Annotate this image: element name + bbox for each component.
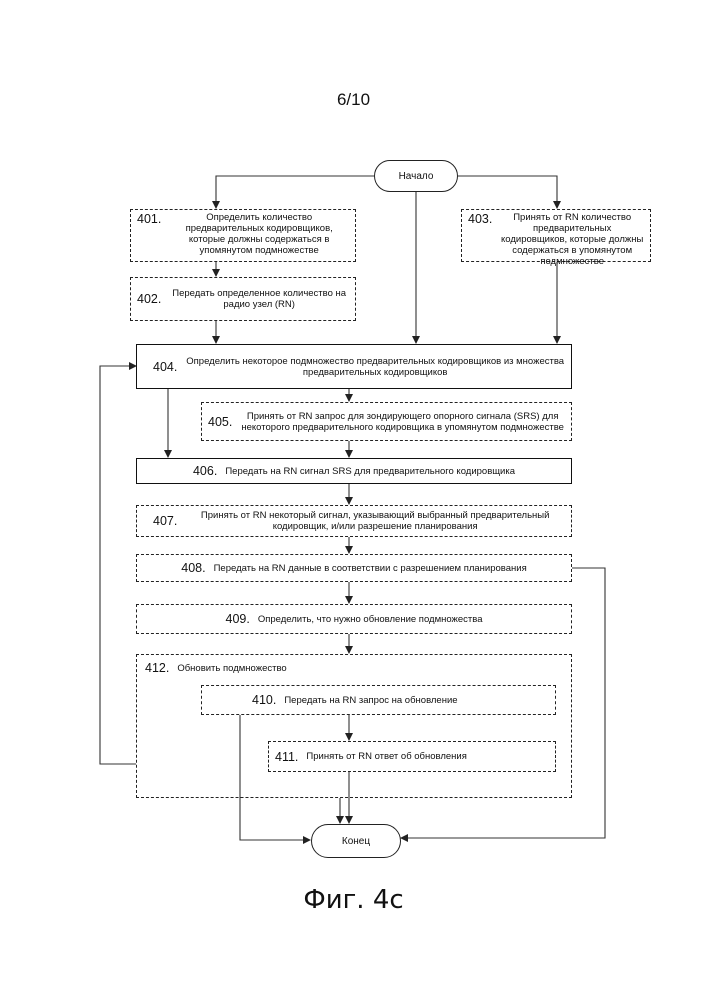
step-403-number: 403. [468, 212, 492, 226]
step-404-number: 404. [153, 360, 177, 374]
step-410-text: Передать на RN запрос на обновление [284, 695, 457, 706]
step-403-text: Принять от RN количество предварительных… [500, 212, 644, 267]
step-409-number: 409. [226, 612, 250, 626]
end-label: Конец [342, 836, 370, 847]
arrow-start-to-403 [458, 176, 557, 208]
figure-caption: Фиг. 4c [0, 885, 707, 915]
step-404-text: Определить некоторое подмножество предва… [185, 356, 565, 378]
start-label: Начало [399, 171, 434, 182]
step-412: 412. Обновить подмножество [136, 654, 572, 798]
step-412-text: Обновить подмножество [177, 663, 286, 674]
step-408-text: Передать на RN данные в соответствии с р… [214, 563, 527, 574]
step-403: 403. Принять от RN количество предварите… [461, 209, 651, 262]
arrow-start-to-401 [216, 176, 374, 208]
step-411: 411. Принять от RN ответ об обновления [268, 741, 556, 772]
arrow-412-loop-to-404 [100, 366, 136, 764]
step-406-text: Передать на RN сигнал SRS для предварите… [225, 466, 515, 477]
step-402: 402. Передать определенное количество на… [130, 277, 356, 321]
step-402-number: 402. [137, 292, 161, 306]
end-terminal: Конец [311, 824, 401, 858]
step-408: 408. Передать на RN данные в соответстви… [136, 554, 572, 582]
step-409-text: Определить, что нужно обновление подмнож… [258, 614, 483, 625]
step-406: 406. Передать на RN сигнал SRS для предв… [136, 458, 572, 484]
step-410-number: 410. [252, 693, 276, 707]
step-402-text: Передать определенное количество на ради… [169, 288, 349, 310]
step-411-text: Принять от RN ответ об обновления [306, 751, 466, 762]
step-411-number: 411. [275, 750, 298, 764]
step-410: 410. Передать на RN запрос на обновление [201, 685, 556, 715]
step-401-number: 401. [137, 212, 161, 226]
step-405-number: 405. [208, 415, 232, 429]
step-407-text: Принять от RN некоторый сигнал, указываю… [185, 510, 565, 532]
step-407-number: 407. [153, 514, 177, 528]
step-412-number: 412. [145, 661, 169, 675]
step-408-number: 408. [181, 561, 205, 575]
step-401: 401. Определить количество предварительн… [130, 209, 356, 262]
step-407: 407. Принять от RN некоторый сигнал, ука… [136, 505, 572, 537]
step-405: 405. Принять от RN запрос для зондирующе… [201, 402, 572, 441]
step-404: 404. Определить некоторое подмножество п… [136, 344, 572, 389]
step-405-text: Принять от RN запрос для зондирующего оп… [240, 411, 565, 433]
step-406-number: 406. [193, 464, 217, 478]
step-409: 409. Определить, что нужно обновление по… [136, 604, 572, 634]
start-terminal: Начало [374, 160, 458, 192]
step-401-text: Определить количество предварительных ко… [169, 212, 349, 256]
